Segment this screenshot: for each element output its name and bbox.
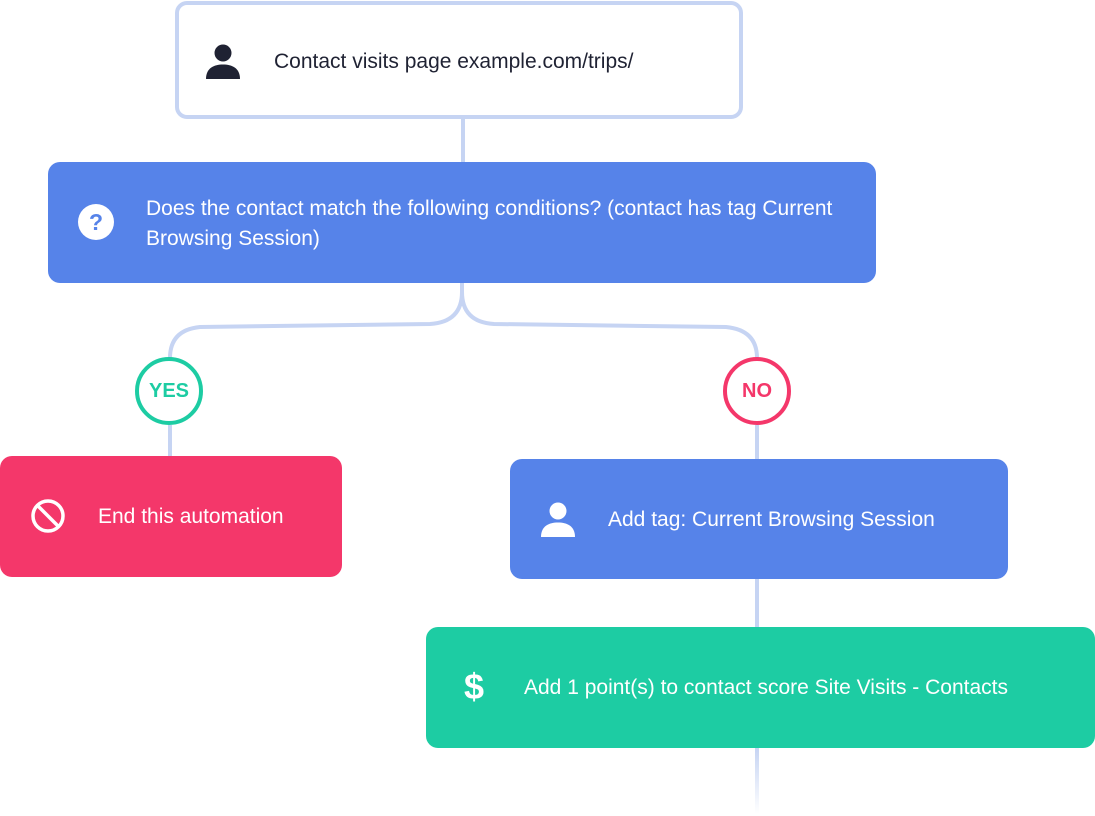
end-automation-label: End this automation	[98, 505, 284, 528]
trigger-node[interactable]: Contact visits page example.com/trips/	[175, 1, 743, 119]
connector-condition-to-no	[460, 283, 759, 359]
connector-condition-to-yes	[168, 283, 464, 359]
trigger-label: Contact visits page example.com/trips/	[274, 50, 634, 73]
person-icon	[538, 499, 578, 539]
no-branch-label: NO	[742, 379, 772, 402]
add-score-label: Add 1 point(s) to contact score Site Vis…	[524, 676, 1008, 699]
svg-text:$: $	[464, 667, 484, 707]
no-branch-badge: NO	[723, 357, 791, 425]
prohibited-icon	[28, 496, 68, 536]
question-icon: ?	[76, 202, 116, 242]
end-automation-node[interactable]: End this automation	[0, 456, 342, 577]
add-score-node[interactable]: $ Add 1 point(s) to contact score Site V…	[426, 627, 1095, 748]
add-tag-label: Add tag: Current Browsing Session	[608, 508, 935, 531]
yes-branch-badge: YES	[135, 357, 203, 425]
condition-node[interactable]: ? Does the contact match the following c…	[48, 162, 876, 283]
svg-text:?: ?	[89, 209, 103, 235]
connector-score-continue	[755, 748, 759, 814]
yes-branch-label: YES	[148, 379, 190, 402]
add-tag-node[interactable]: Add tag: Current Browsing Session	[510, 459, 1008, 579]
condition-label: Does the contact match the following con…	[146, 197, 833, 250]
dollar-icon: $	[454, 667, 494, 707]
person-icon	[203, 41, 243, 81]
